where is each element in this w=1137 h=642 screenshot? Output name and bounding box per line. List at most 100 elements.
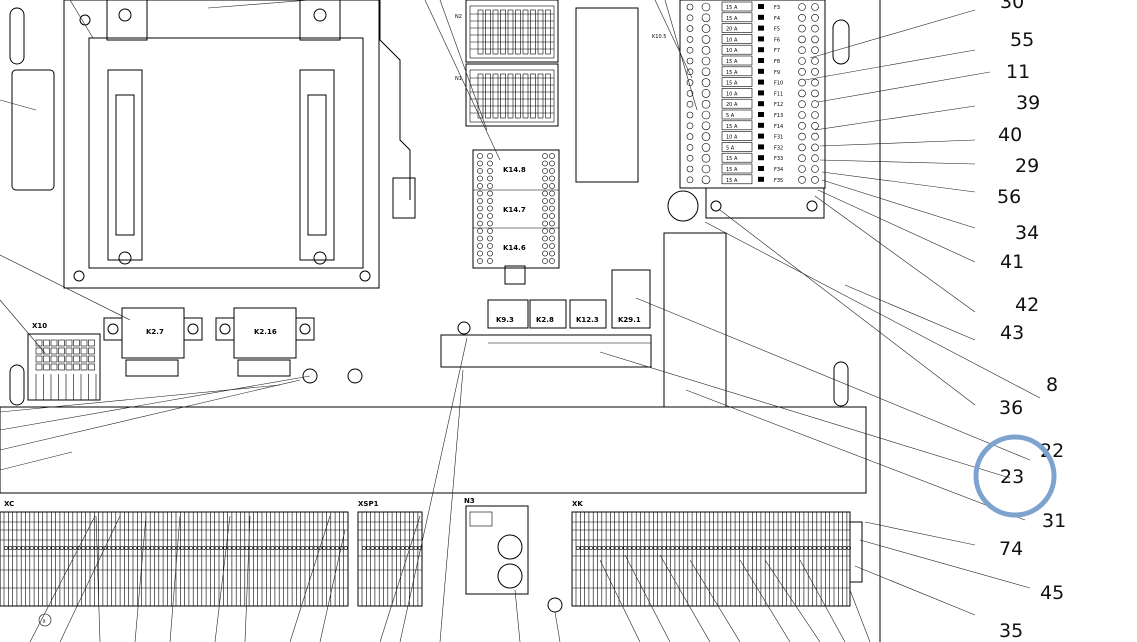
terminal-screw [374, 545, 379, 550]
terminal-screw [597, 545, 602, 550]
relay-label-k14-7: K14.7 [503, 206, 526, 214]
leader-line [814, 195, 976, 313]
fuse-screw [686, 111, 694, 119]
terminal-screw [115, 545, 120, 550]
relay-pin [549, 190, 555, 197]
terminal-screw [765, 545, 770, 550]
relay-label-k14-6: K14.6 [503, 244, 526, 252]
terminal-screw [580, 545, 585, 550]
fuse-rating: 20 A [726, 102, 738, 108]
terminal-cell [50, 355, 58, 363]
relay-pin [477, 168, 483, 174]
terminal-screw [210, 545, 215, 550]
terminal-screw [735, 545, 740, 550]
fuse-rating: 15 A [726, 16, 738, 22]
relay-pin [487, 175, 493, 182]
terminal-screw [206, 545, 211, 550]
terminal-screw [343, 545, 348, 550]
terminal-screw [8, 545, 13, 550]
fuse-holder [721, 66, 753, 77]
leader-line [554, 611, 561, 642]
terminal-screw [679, 545, 684, 550]
fuse-rating: 10 A [726, 135, 738, 141]
leader-line [664, 0, 698, 111]
terminal-cell [50, 347, 58, 355]
fuse-rating: 15 A [726, 124, 738, 130]
relay-pin [549, 250, 555, 257]
module-slice [522, 73, 529, 119]
fuse-link [758, 25, 764, 31]
terminal-screw [128, 545, 133, 550]
fuse-holder [721, 174, 753, 185]
relay-label-k10-5: K10.5 [652, 34, 666, 40]
fuse-rating: 15 A [726, 178, 738, 184]
terminal-screw [649, 545, 654, 550]
leader-line [739, 559, 791, 642]
fuse-holder [721, 1, 753, 12]
leader-line [399, 337, 468, 642]
module-slice [537, 73, 544, 119]
terminal-screw [661, 545, 666, 550]
fuse-screw [798, 165, 806, 173]
leader-line [0, 451, 73, 471]
relay-row-mid [440, 269, 652, 368]
fuse-screw [798, 24, 806, 33]
callout-34: 34 [1015, 222, 1039, 244]
fuse-link [758, 58, 764, 63]
fuse-screw [811, 68, 819, 76]
fuse-screw [686, 133, 694, 140]
relay-pin [477, 243, 483, 249]
terminal-screw [618, 545, 623, 550]
fuse-screw [701, 175, 711, 185]
terminal-screw [137, 545, 142, 550]
terminal-screw [803, 545, 808, 550]
terminal-screw [188, 545, 193, 550]
terminal-screw [657, 545, 662, 550]
terminal-screw [72, 545, 77, 550]
terminal-screw [812, 545, 817, 550]
fuse-id: F14 [774, 124, 783, 130]
relay-pin [542, 153, 548, 159]
terminal-cell [43, 363, 50, 371]
marker-a-circle [38, 613, 52, 627]
fuse-link [758, 14, 764, 20]
leader-line [289, 515, 331, 642]
fuse-id: F6 [774, 37, 780, 43]
module-slice [492, 73, 499, 119]
terminal-screw [601, 545, 606, 550]
terminal-screw [752, 545, 757, 550]
relay-pin [542, 228, 548, 234]
relay-label-k2-16: K2.16 [254, 328, 277, 336]
leader-line [439, 0, 488, 131]
fuse-rating: 5 A [726, 145, 735, 151]
fuse-id: F31 [774, 135, 783, 141]
terminal-cell [58, 355, 65, 363]
fuse-id: F33 [774, 156, 783, 162]
terminal-screw [842, 545, 847, 550]
leader-line [821, 171, 976, 193]
fuse-link [758, 36, 764, 42]
relay-pin [549, 198, 555, 204]
module-slice [500, 73, 506, 119]
fuse-rating: 15 A [726, 81, 738, 87]
terminal-screw [16, 545, 21, 550]
relay-pin [487, 190, 493, 197]
terminal-strip-xsp1 [357, 511, 423, 607]
fuse-id: F13 [774, 113, 783, 119]
terminal-screw [261, 545, 266, 550]
relay-pin [542, 213, 548, 219]
fuse-id: F3 [774, 5, 780, 11]
fuse-screw [701, 78, 711, 87]
leader-line [0, 375, 311, 431]
relay-pin [477, 228, 483, 234]
relay-pin [542, 168, 548, 174]
fuse-link [758, 90, 764, 96]
fuse-id: F34 [774, 167, 783, 173]
terminal-screw [575, 545, 580, 550]
module-label-n3: N3 [464, 497, 475, 505]
fuse-link [758, 144, 764, 150]
terminal-screw [709, 545, 714, 550]
terminal-screw [167, 545, 172, 550]
terminal-cell [80, 339, 88, 347]
terminal-label-xc: XC [4, 500, 14, 508]
